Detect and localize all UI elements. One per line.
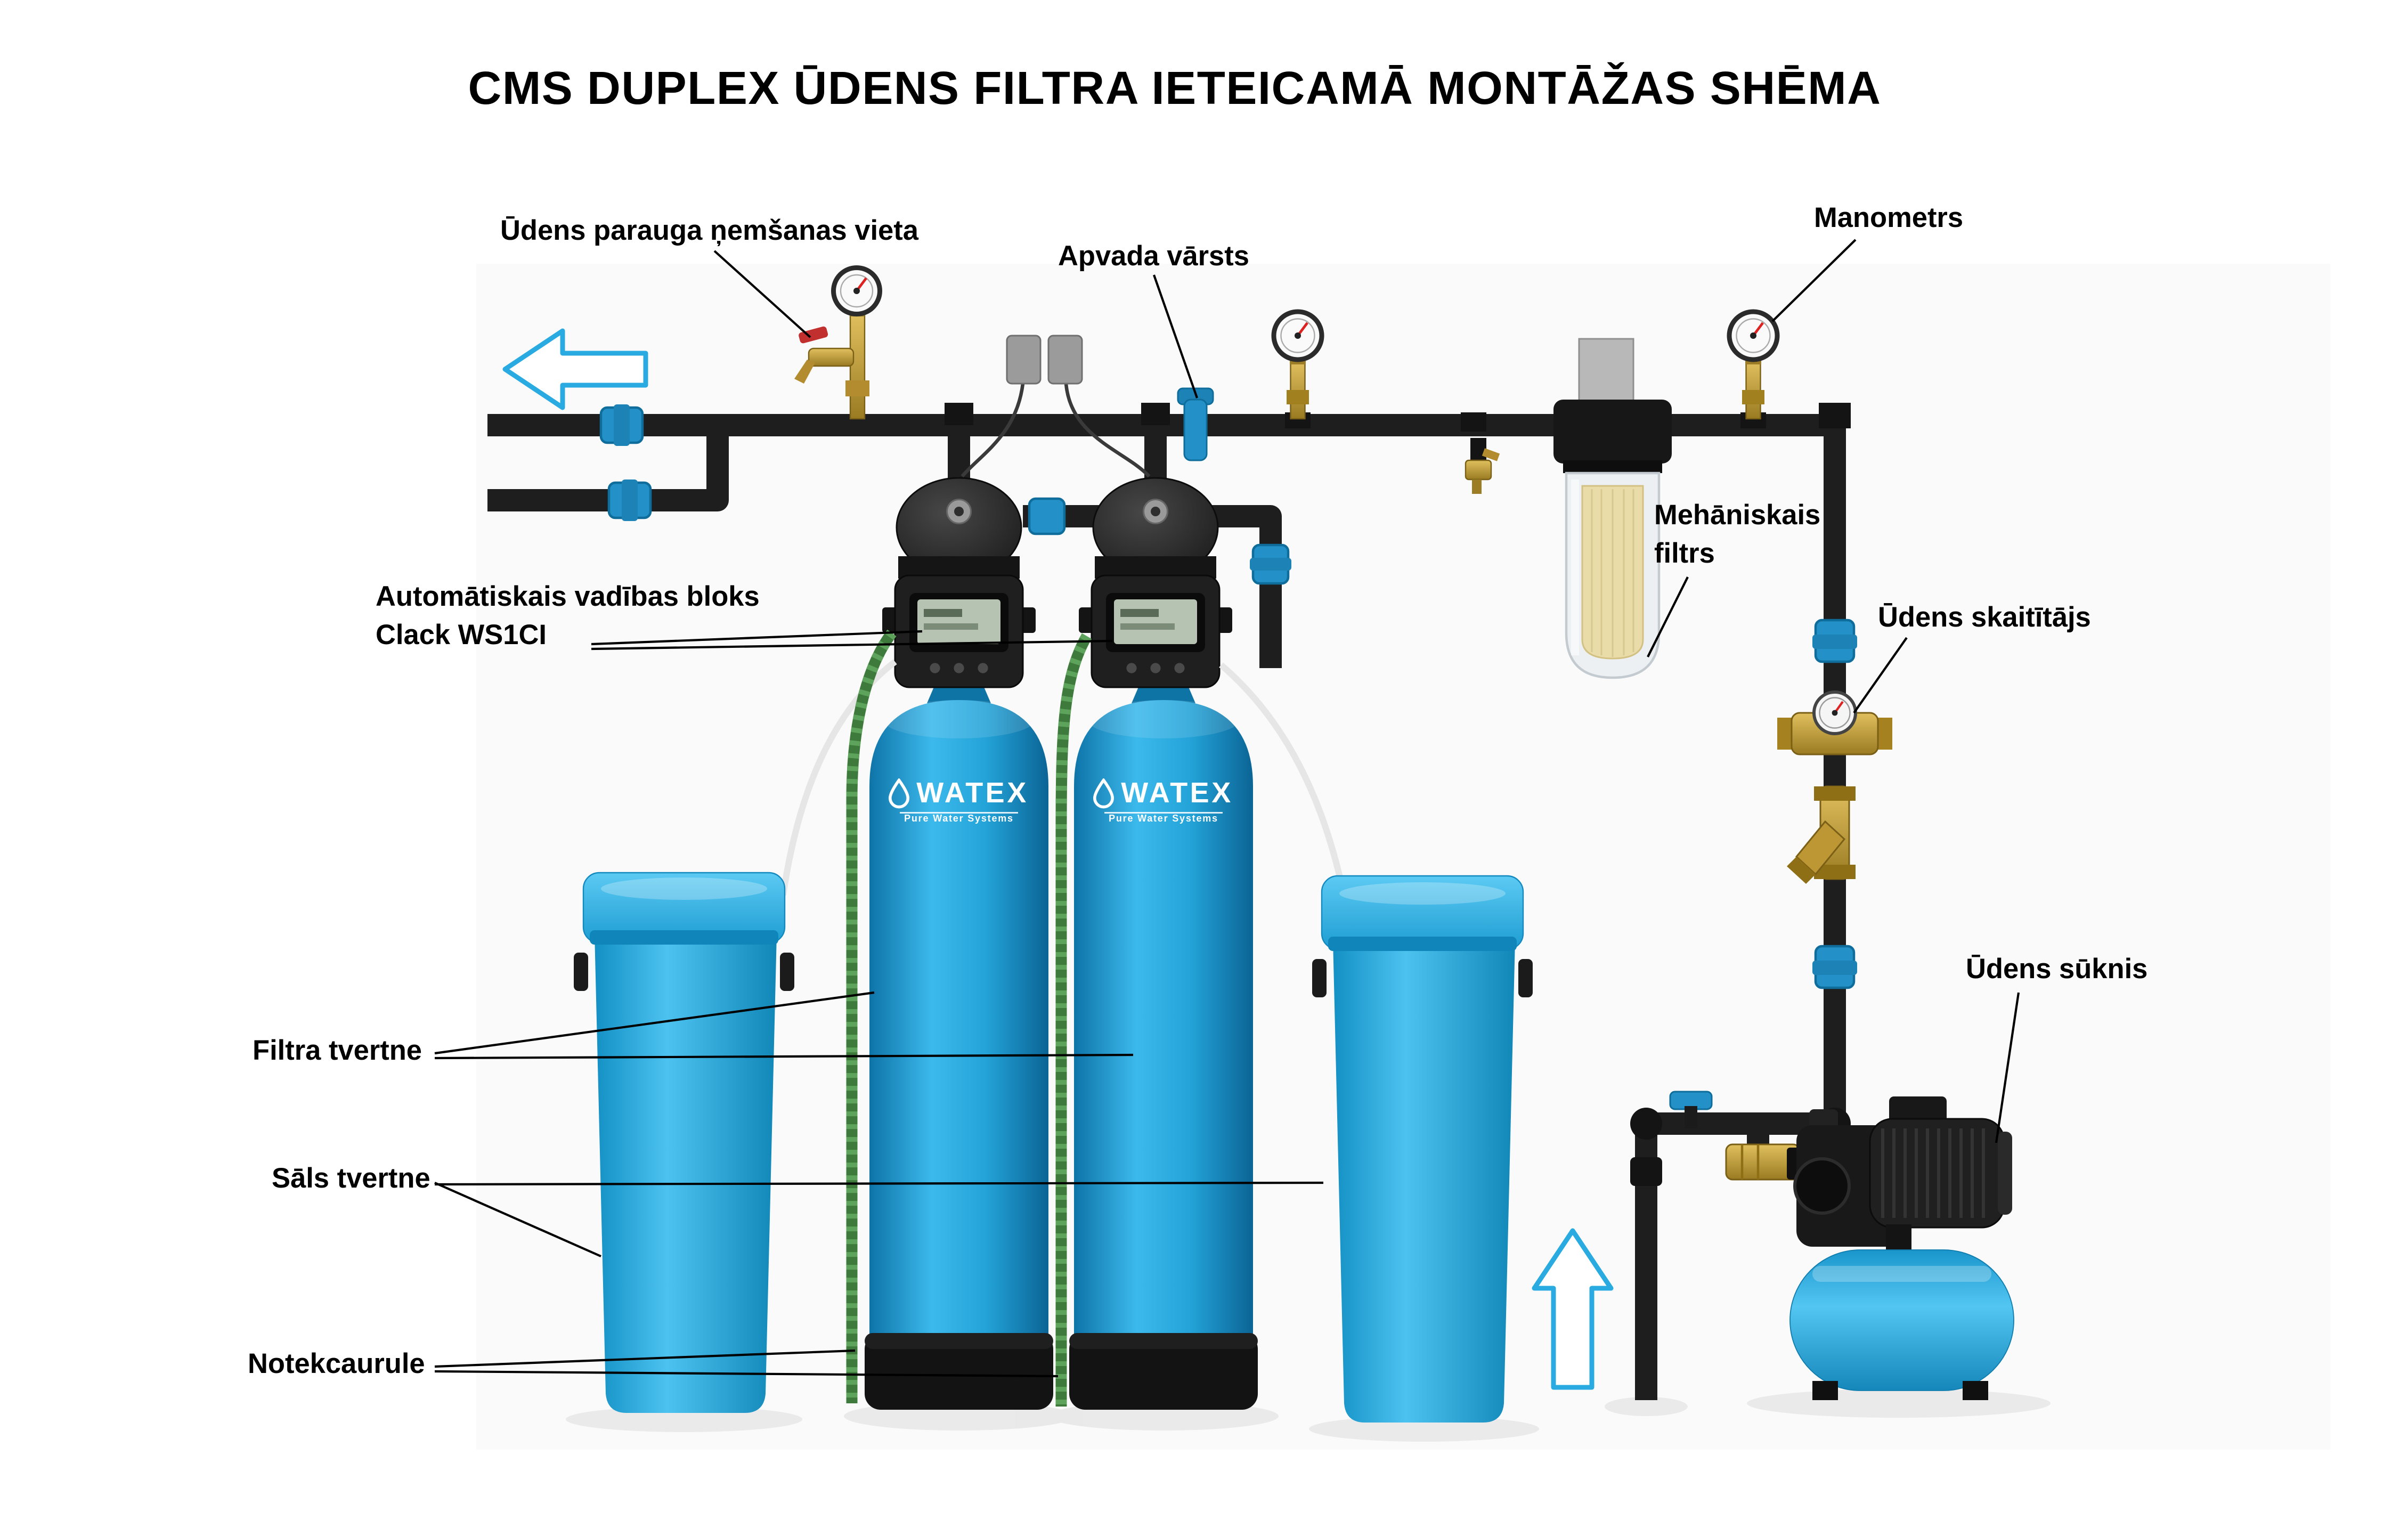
manometer-gauge-icon [1727, 309, 1780, 420]
water-meter [1777, 690, 1892, 755]
sampling-faucet [794, 265, 882, 420]
diagram-title: CMS DUPLEX ŪDENS FILTRA IETEICAMĀ MONTĀŽ… [468, 64, 1882, 115]
bypass-valve [1177, 387, 1214, 461]
drain-hose [1055, 633, 1092, 1407]
drain-valve [1465, 438, 1500, 494]
brand-name: WATEX [916, 777, 1029, 809]
filter-tank [1069, 681, 1258, 1410]
lcd-screen [917, 599, 1000, 644]
brand-tagline: Pure Water Systems [900, 812, 1018, 825]
pipe-joints [945, 403, 1851, 1186]
brand-tagline: Pure Water Systems [1104, 812, 1223, 825]
control-valve [1079, 477, 1232, 688]
leader-lines [434, 239, 2020, 1378]
water-drop-icon [889, 778, 910, 809]
label-salt-tank: Sāls tvertne [272, 1162, 430, 1194]
label-mechanical-filter: Mehāniskais filtrs [1654, 499, 1821, 569]
drain-hose [846, 629, 897, 1403]
label-water-pump: Ūdens sūknis [1966, 953, 2148, 985]
watex-logo: WATEX Pure Water Systems [876, 777, 1042, 825]
label-water-meter: Ūdens skaitītājs [1878, 601, 2091, 633]
flow-arrow-up-icon [1532, 1228, 1614, 1390]
label-drain-pipe: Notekcaurule [248, 1347, 425, 1379]
label-manometer: Manometrs [1814, 201, 1964, 233]
water-drop-icon [1094, 778, 1115, 809]
power-adapters [961, 335, 1151, 478]
water-pump-assembly [1669, 1091, 2014, 1400]
sampling-gauge-icon [831, 265, 882, 316]
control-valve [882, 477, 1036, 688]
lcd-screen [1114, 599, 1197, 644]
label-filter-tank: Filtra tvertne [253, 1034, 422, 1066]
label-sampling-point: Ūdens parauga ņemšanas vieta [500, 214, 918, 246]
brand-name: WATEX [1121, 777, 1233, 809]
salt-tank [574, 872, 794, 1413]
mechanical-filter [1553, 400, 1672, 679]
salt-tank [1312, 875, 1533, 1423]
label-bypass-valve: Apvada vārsts [1058, 240, 1249, 272]
watex-logo: WATEX Pure Water Systems [1080, 777, 1247, 825]
manometer-gauge-icon [1271, 309, 1324, 420]
label-control-block: Automātiskais vadības bloks Clack WS1CI [376, 580, 760, 651]
flow-arrow-left-icon [502, 328, 648, 410]
check-valve [1787, 785, 1856, 884]
pressure-tank [1789, 1249, 2014, 1391]
filter-tank [865, 681, 1053, 1410]
pipe-couplers [599, 404, 1857, 989]
